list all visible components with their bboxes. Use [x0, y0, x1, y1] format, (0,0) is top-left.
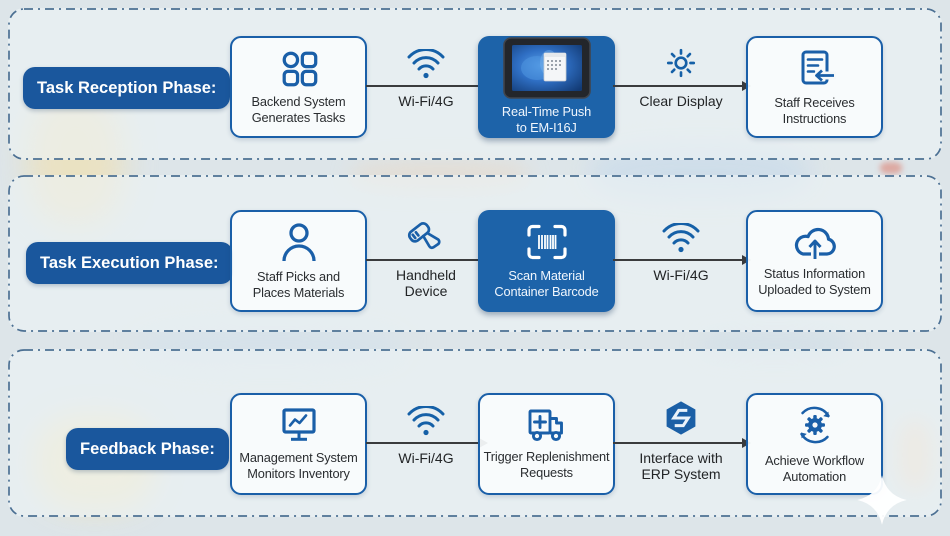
- flow-arrow: [613, 254, 751, 265]
- connector-label: Clear Display: [639, 93, 723, 109]
- scanner-icon: [404, 218, 448, 254]
- connector-label: Wi-Fi/4G: [653, 267, 709, 283]
- wifi-icon: [660, 218, 702, 254]
- phase-label-task-execution: Task Execution Phase:: [26, 242, 233, 284]
- truck-plus-icon: [523, 406, 571, 444]
- flow-arrow: [366, 254, 488, 265]
- flow-arrow: [366, 80, 488, 91]
- tablet-image: [502, 37, 591, 100]
- step-title: Achieve Workflow Automation: [764, 453, 865, 484]
- step-title: Real-Time Push to EM-I16J: [501, 104, 592, 135]
- step-title: Trigger Replenishment Requests: [483, 449, 610, 480]
- connector-label: Handheld Device: [396, 267, 456, 300]
- erp-hexagon-icon: [663, 401, 699, 437]
- step-title: Staff Receives Instructions: [774, 95, 855, 126]
- connector-wifi-1: Wi-Fi/4G: [366, 44, 488, 109]
- step-realtime-push: Real-Time Push to EM-I16J: [478, 36, 615, 138]
- step-staff-receives: Staff Receives Instructions: [746, 36, 883, 138]
- step-trigger-replenishment: Trigger Replenishment Requests: [478, 393, 615, 495]
- connector-label: Interface with ERP System: [639, 450, 723, 483]
- monitor-chart-icon: [276, 405, 322, 445]
- flow-arrow: [366, 437, 488, 448]
- step-staff-picks: Staff Picks and Places Materials: [230, 210, 367, 312]
- wifi-icon: [405, 44, 447, 80]
- step-title: Management System Monitors Inventory: [239, 450, 358, 481]
- apps-grid-icon: [278, 47, 320, 89]
- wifi-icon: [405, 401, 447, 437]
- step-title: Scan Material Container Barcode: [494, 268, 599, 299]
- phase-label-feedback: Feedback Phase:: [66, 428, 229, 470]
- phase-row-feedback: Feedback Phase: Management System Monito…: [8, 349, 942, 517]
- gear-cycle-icon: [792, 402, 838, 448]
- step-scan-barcode: Scan Material Container Barcode: [478, 210, 615, 312]
- flow-arrow: [613, 437, 751, 448]
- phase-label-task-reception: Task Reception Phase:: [23, 67, 231, 109]
- step-title: Status Information Uploaded to System: [758, 266, 871, 297]
- step-title: Backend System Generates Tasks: [251, 94, 346, 125]
- document-arrow-icon: [793, 46, 837, 90]
- barcode-scan-icon: [522, 221, 572, 263]
- step-title: Staff Picks and Places Materials: [252, 269, 345, 300]
- person-icon: [277, 220, 321, 264]
- connector-erp: Interface with ERP System: [613, 401, 751, 483]
- sun-icon: [664, 44, 698, 80]
- step-backend-system: Backend System Generates Tasks: [230, 36, 367, 138]
- connector-label: Wi-Fi/4G: [398, 450, 454, 466]
- connector-clear-display: Clear Display: [613, 44, 751, 109]
- step-management-monitors: Management System Monitors Inventory: [230, 393, 367, 495]
- phase-row-task-reception: Task Reception Phase: Backend System Gen…: [8, 8, 942, 160]
- connector-label: Wi-Fi/4G: [398, 93, 454, 109]
- flow-arrow: [613, 80, 751, 91]
- phase-row-task-execution: Task Execution Phase: Staff Picks and Pl…: [8, 175, 942, 332]
- connector-wifi-2: Wi-Fi/4G: [613, 218, 751, 283]
- background-blob: [880, 162, 902, 174]
- step-workflow-automation: Achieve Workflow Automation: [746, 393, 883, 495]
- cloud-upload-icon: [790, 223, 840, 261]
- step-status-uploaded: Status Information Uploaded to System: [746, 210, 883, 312]
- connector-handheld-device: Handheld Device: [366, 218, 488, 300]
- connector-wifi-3: Wi-Fi/4G: [366, 401, 488, 466]
